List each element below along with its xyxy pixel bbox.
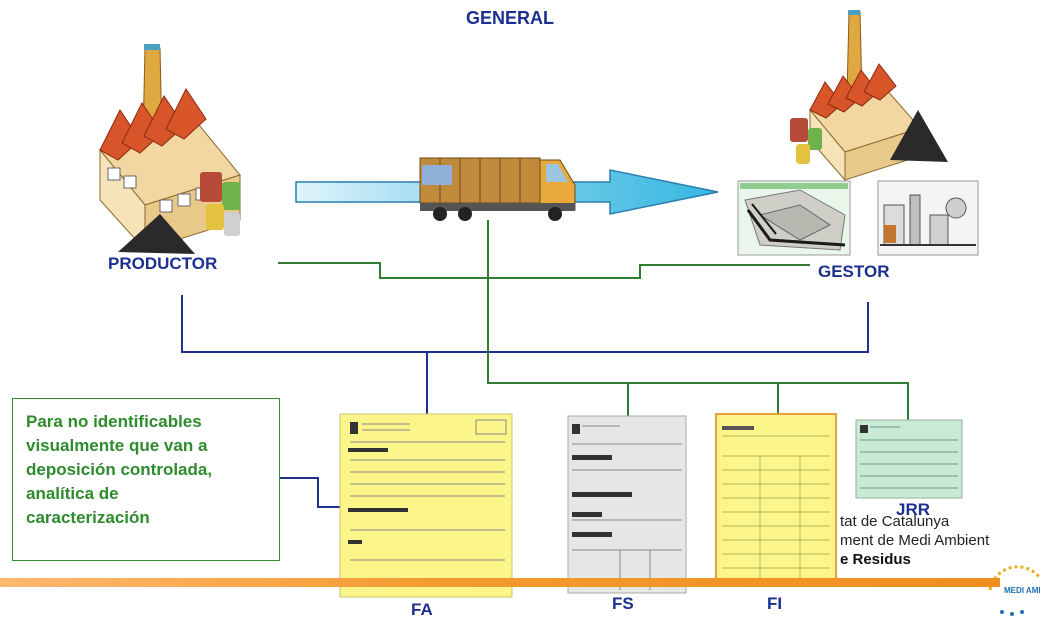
gestor-label: GESTOR — [818, 262, 890, 281]
logo-text: MEDI AMBI — [1004, 586, 1040, 595]
form-fa-icon — [339, 413, 513, 598]
truck-icon — [419, 157, 576, 221]
footer-bar — [0, 578, 1000, 587]
productor-label: PRODUCTOR — [108, 254, 218, 273]
treatment-plant-icon — [877, 180, 979, 256]
connector-truck-to-bus — [487, 220, 909, 420]
note-box — [12, 398, 280, 561]
form-jrr-icon — [855, 419, 963, 499]
diagram-title: GENERAL — [466, 8, 555, 28]
note-line: analítica de — [26, 484, 119, 503]
note-line: deposición controlada, — [26, 460, 213, 479]
landfill-icon — [737, 180, 851, 256]
form-fs-icon — [567, 415, 687, 594]
note-text: Para no identificables visualmente que v… — [26, 410, 286, 530]
connector-productor-to-bus — [181, 295, 869, 353]
fs-label: FS — [612, 594, 634, 613]
note-line: Para no identificables — [26, 412, 202, 431]
institution-line-1: tat de Catalunya — [840, 513, 950, 530]
institution-line-3: e Residus — [840, 551, 911, 568]
gestor-factory-icon — [790, 10, 948, 182]
jrr-label: JRR — [896, 500, 931, 519]
fa-label: FA — [411, 600, 433, 619]
productor-factory-icon — [99, 44, 241, 254]
institution-line-2: ment de Medi Ambient — [840, 532, 990, 549]
form-fi-icon — [715, 413, 837, 585]
note-line: caracterización — [26, 508, 150, 527]
connector-note-to-fa — [280, 477, 342, 508]
connector-productor-gestor — [278, 262, 810, 279]
note-line: visualmente que van a — [26, 436, 208, 455]
fi-label: FI — [767, 594, 783, 613]
